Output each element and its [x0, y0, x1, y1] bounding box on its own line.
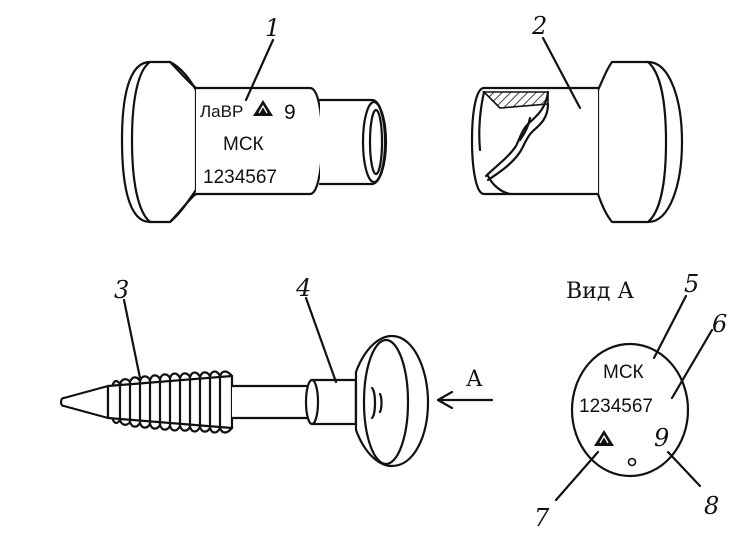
- quality-triangle-mark-2: [594, 430, 614, 446]
- marking-manufacturer-code: ЛаВР: [200, 102, 243, 121]
- callout-2: 2: [531, 12, 547, 40]
- callout-7: 7: [534, 504, 550, 532]
- view-arrow-label: А: [466, 367, 483, 392]
- seal-screw-part-3: 3: [59, 276, 314, 434]
- view-a-indent-mark: [627, 457, 637, 467]
- callout-5: 5: [684, 270, 699, 298]
- seal-body-part-1: ЛаВР 9 МСК 1234567 1: [120, 14, 388, 224]
- view-a-city-code: МСК: [603, 362, 644, 383]
- callout-8: 8: [704, 492, 719, 520]
- quality-triangle-mark-1: [253, 100, 273, 116]
- marking-year-digit: 9: [284, 101, 296, 124]
- view-a-end-face: Вид А МСК 1234567 9 5 6 7 8: [534, 270, 727, 532]
- view-a-year-digit: 9: [654, 424, 669, 452]
- screw-thread: [106, 370, 234, 434]
- marking-city-code: МСК: [223, 134, 264, 155]
- view-a-title: Вид А: [566, 279, 634, 304]
- seal-cap-part-2: 2: [470, 12, 684, 224]
- marking-serial-number: 1234567: [203, 167, 277, 188]
- callout-4: 4: [295, 274, 311, 302]
- view-a-serial-number: 1234567: [579, 396, 653, 417]
- callout-6: 6: [712, 310, 727, 338]
- seal-collar-part-4: 4: [295, 274, 430, 468]
- view-a-direction-arrow: А: [436, 367, 494, 410]
- callout-1: 1: [265, 14, 280, 42]
- callout-3: 3: [114, 276, 129, 304]
